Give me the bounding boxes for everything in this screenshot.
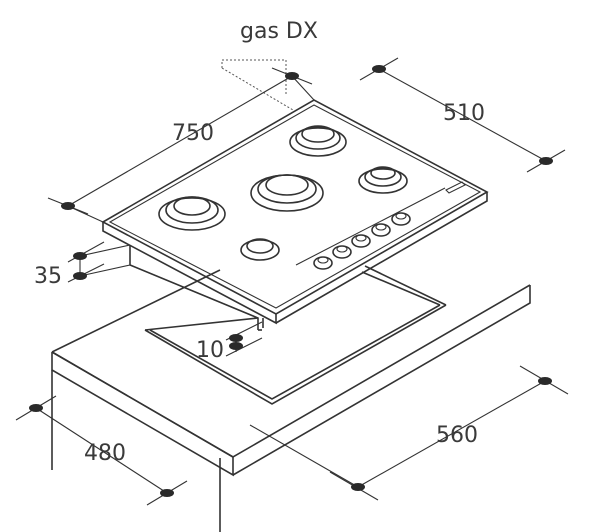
gas-hob xyxy=(101,99,489,331)
burner-center-wok xyxy=(250,174,324,212)
dimension-cutout-width: 560 xyxy=(249,365,569,501)
cutout-depth-label: 480 xyxy=(84,441,126,466)
dimension-edge: 10 xyxy=(196,321,263,363)
control-knobs xyxy=(313,212,411,270)
brand-plate xyxy=(445,181,466,194)
dimension-height: 35 xyxy=(34,241,131,289)
edge-label: 10 xyxy=(196,338,224,363)
burner-left-large xyxy=(158,196,226,231)
width-label: 750 xyxy=(172,121,214,146)
burner-front-auxiliary xyxy=(240,238,280,261)
height-label: 35 xyxy=(34,264,62,289)
depth-label: 510 xyxy=(443,101,485,126)
gas-connection-annotation: gas DX xyxy=(221,19,318,111)
gas-connection-label: gas DX xyxy=(240,19,318,44)
dimension-cutout-depth: 480 xyxy=(15,395,188,506)
dimension-depth: 510 xyxy=(359,57,566,173)
burner-right-small xyxy=(358,166,408,194)
cutout-width-label: 560 xyxy=(436,423,478,448)
burner-rear-right xyxy=(289,125,347,157)
countertop xyxy=(51,265,531,532)
dimension-width: 750 xyxy=(47,67,315,223)
